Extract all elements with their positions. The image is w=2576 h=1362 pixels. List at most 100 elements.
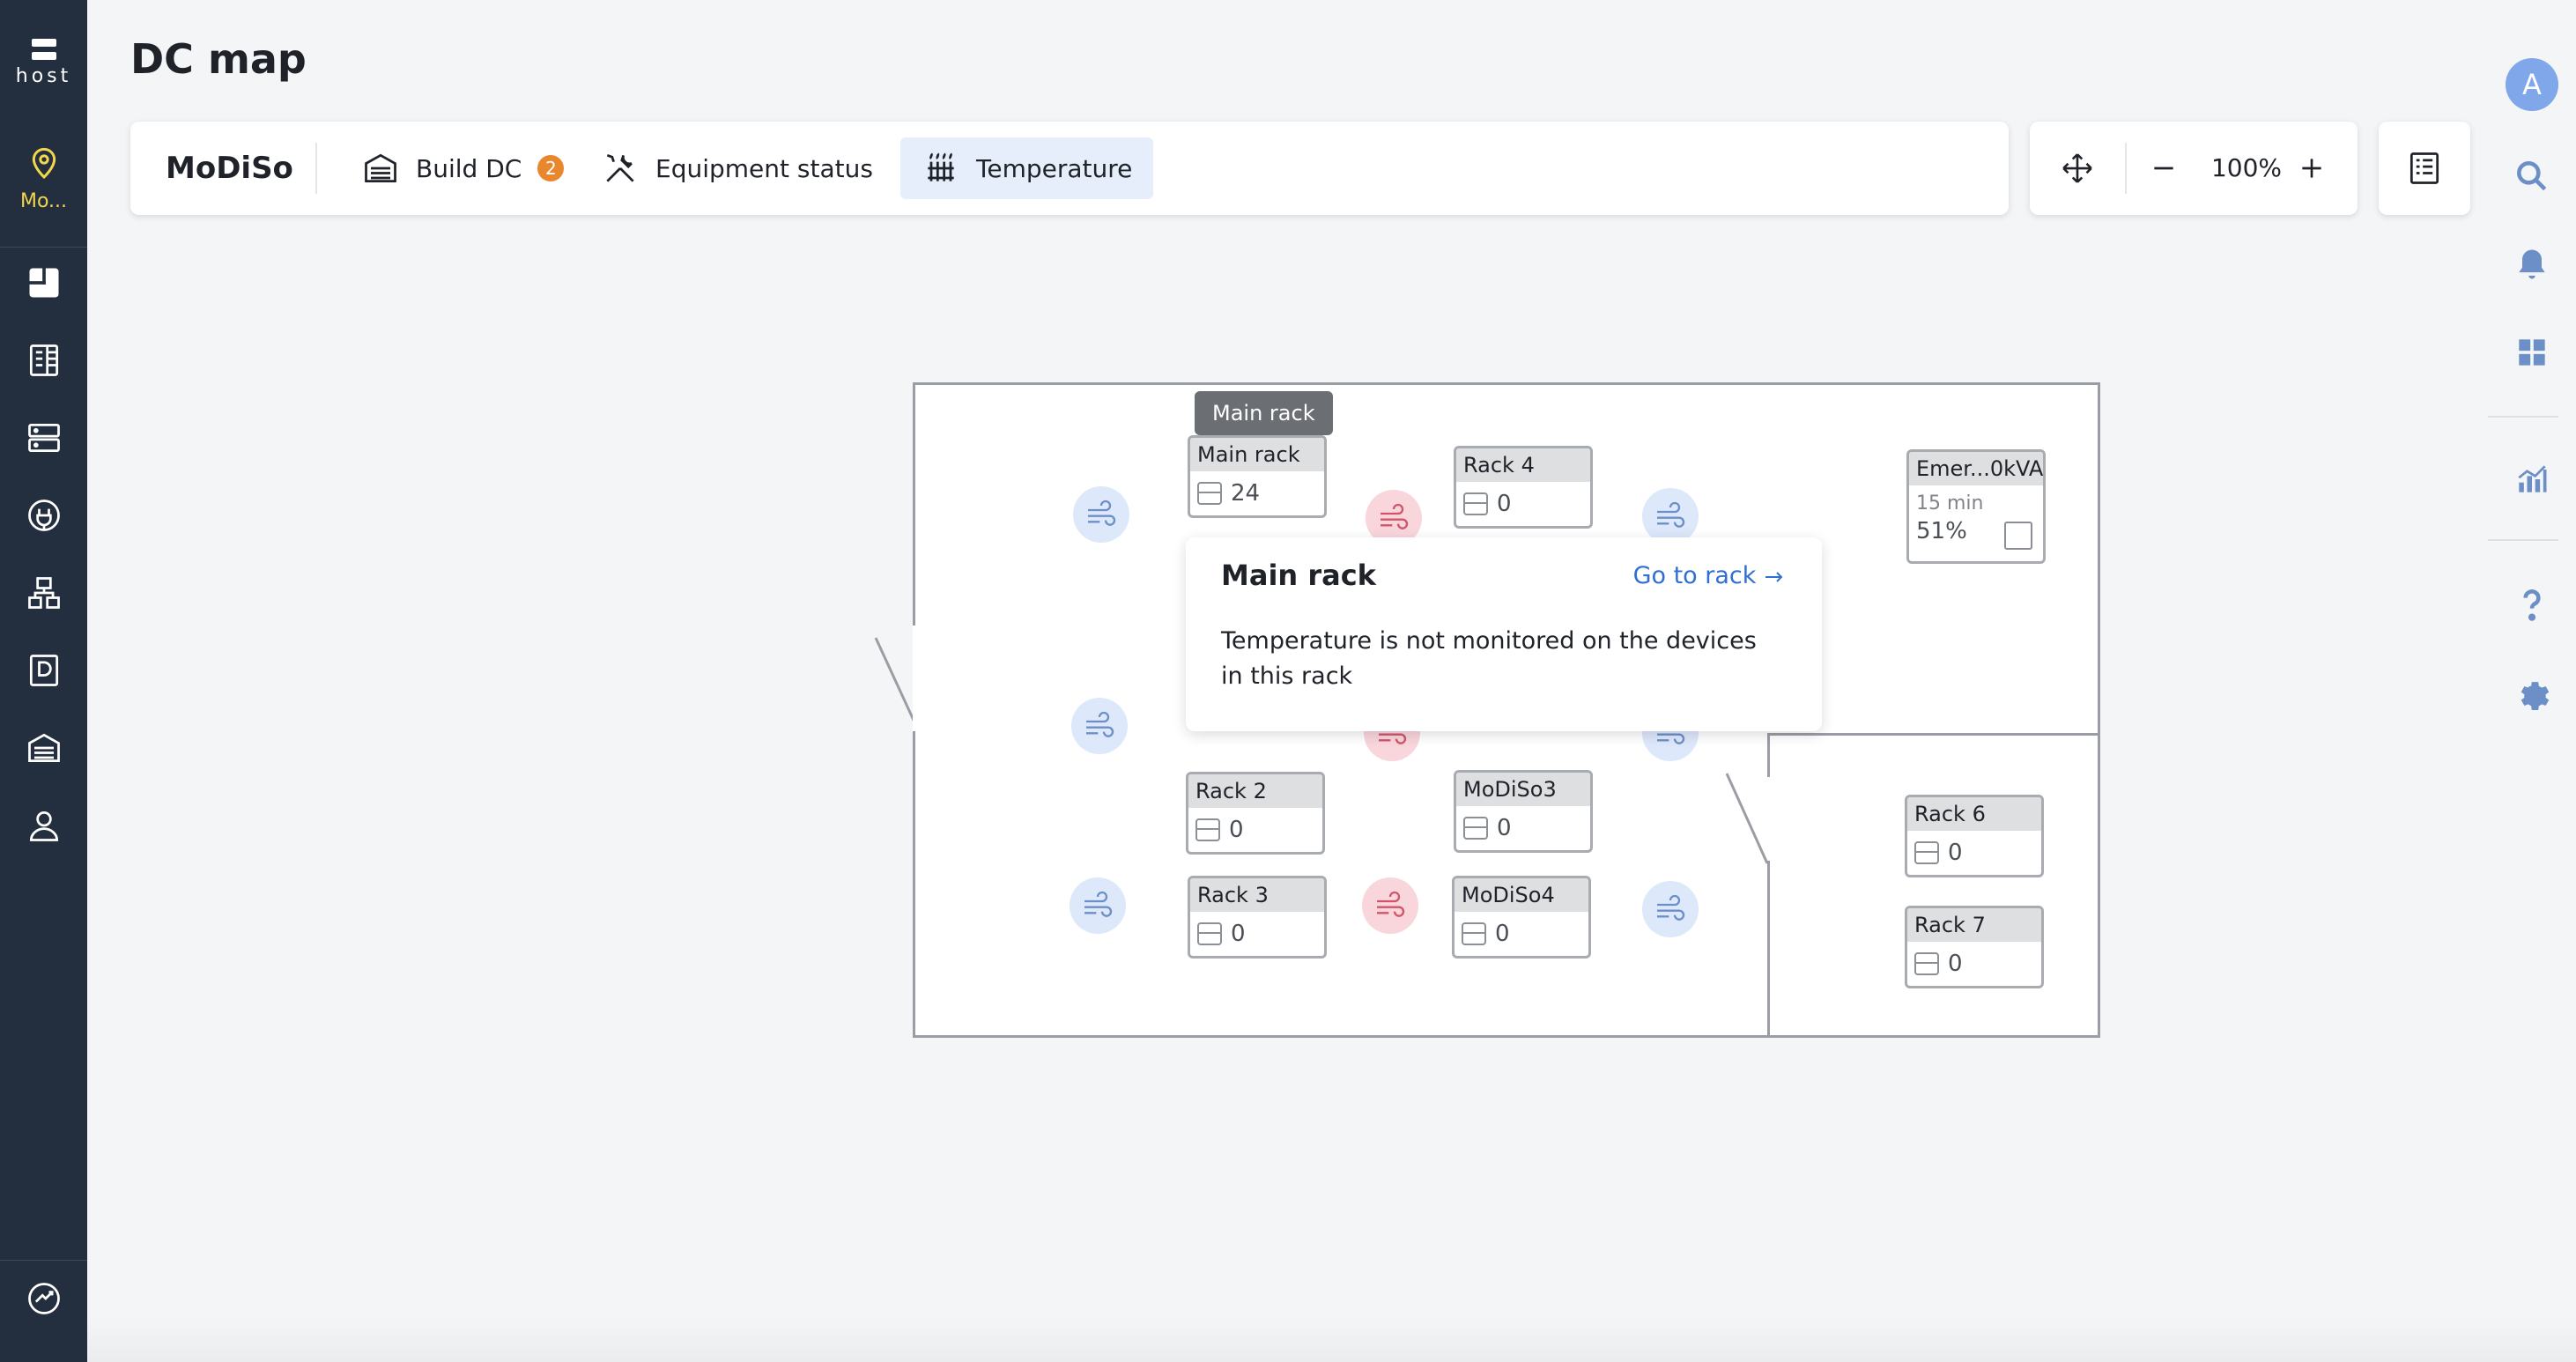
rack-device-count: 0 (1231, 921, 1246, 947)
cooling-unit-hot[interactable] (1366, 490, 1422, 546)
legend-button[interactable] (2379, 122, 2470, 215)
list-icon (2409, 152, 2439, 184)
map-pin-icon (32, 147, 56, 180)
ups-title: Emer...0kVA (1909, 452, 2043, 485)
rack-rack3[interactable]: Rack 3 0 (1188, 876, 1327, 959)
racks-list-icon (29, 344, 58, 376)
rack-main-rack[interactable]: Main rack 24 (1188, 435, 1327, 518)
wind-icon (1088, 500, 1116, 526)
rack-device-count: 0 (1497, 491, 1512, 517)
popover-title: Main rack (1221, 559, 1376, 592)
reports-button[interactable] (2506, 453, 2558, 506)
rack-units-icon (1914, 841, 1939, 864)
equipment-status-button[interactable]: Equipment status (580, 137, 894, 199)
pan-button[interactable] (2054, 145, 2100, 191)
sidebar-item-racks[interactable] (0, 329, 87, 391)
rail-divider (2488, 539, 2558, 541)
wind-icon (1084, 891, 1113, 917)
rack-units-icon (1197, 482, 1222, 505)
zoom-controls: 100% (2030, 122, 2358, 215)
sidebar-item-network[interactable] (0, 562, 87, 624)
logo-mark-icon (31, 39, 56, 60)
equipment-status-label: Equipment status (655, 153, 873, 183)
location-label: Mo... (19, 190, 68, 212)
sidebar-item-dashboard[interactable] (0, 252, 87, 314)
rack-device-count: 0 (1497, 815, 1512, 841)
cooling-unit-cold[interactable] (1642, 488, 1699, 544)
rack-title: Rack 2 (1188, 774, 1322, 808)
wind-icon (1086, 711, 1114, 737)
sidebar: host Mo... (0, 0, 87, 1362)
user-avatar[interactable]: A (2506, 58, 2558, 111)
location-selector[interactable]: Mo... (0, 144, 87, 212)
tools-icon (606, 154, 634, 182)
search-button[interactable] (2506, 150, 2558, 203)
rack-units-icon (1195, 818, 1220, 841)
rack-title: MoDiSo3 (1456, 773, 1590, 806)
rack-device-count: 0 (1495, 921, 1510, 947)
wall-horizontal (1767, 733, 2100, 736)
rack-device-count: 0 (1948, 951, 1963, 977)
move-arrows-icon (2062, 153, 2092, 183)
temperature-button[interactable]: Temperature (900, 137, 1154, 199)
rack-units-icon (1463, 492, 1488, 515)
rail-divider (2488, 416, 2558, 418)
cooling-unit-cold[interactable] (1642, 881, 1699, 937)
toolbar-separator (315, 143, 317, 194)
power-icon (27, 500, 60, 531)
zoom-out-button[interactable] (2141, 145, 2187, 191)
wind-icon (1377, 891, 1405, 917)
rack-rack6[interactable]: Rack 6 0 (1905, 795, 2044, 877)
notifications-button[interactable] (2506, 238, 2558, 291)
sidebar-item-servers[interactable] (0, 407, 87, 469)
rack-modiso3[interactable]: MoDiSo3 0 (1454, 770, 1593, 853)
cooling-unit-cold[interactable] (1073, 486, 1129, 543)
ups-chart-icon (2004, 522, 2032, 550)
wall-vertical-bottom (1767, 861, 1770, 1037)
rack-units-icon (1197, 922, 1222, 945)
zoom-level: 100% (2210, 153, 2283, 182)
rack-title: MoDiSo4 (1455, 878, 1588, 912)
zoom-separator (2125, 143, 2127, 194)
sidebar-collapse-button[interactable] (0, 1279, 87, 1318)
dashboard-icon (29, 268, 58, 298)
plus-icon (2302, 159, 2321, 178)
sidebar-item-devices[interactable] (0, 640, 87, 701)
sidebar-item-users[interactable] (0, 795, 87, 856)
cooling-unit-hot[interactable] (1362, 877, 1418, 934)
sidebar-item-power[interactable] (0, 485, 87, 546)
settings-button[interactable] (2506, 666, 2558, 719)
build-dc-badge: 2 (537, 155, 565, 181)
help-button[interactable] (2506, 578, 2558, 631)
ups-runtime: 15 min (1916, 492, 1984, 514)
cooling-unit-cold[interactable] (1070, 877, 1126, 934)
grid-icon (2519, 339, 2545, 366)
cooling-unit-cold[interactable] (1071, 698, 1128, 754)
go-to-rack-link[interactable]: Go to rack (1633, 562, 1785, 589)
wind-icon (1381, 503, 1409, 529)
build-dc-button[interactable]: Build DC 2 (340, 137, 585, 199)
minus-icon (2154, 167, 2173, 170)
temperature-label: Temperature (976, 153, 1133, 183)
arrow-right-icon (1765, 571, 1783, 582)
rack-popover: Main rack Go to rack Temperature is not … (1186, 537, 1822, 731)
host-logo[interactable]: host (0, 39, 87, 87)
rack-rack7[interactable]: Rack 7 0 (1905, 906, 2044, 988)
page-title: DC map (130, 35, 307, 83)
expand-arrow-icon (27, 1283, 60, 1314)
rack-title: Main rack (1190, 438, 1324, 471)
rack-modiso4[interactable]: MoDiSo4 0 (1452, 876, 1591, 959)
ups-emergency[interactable]: Emer...0kVA 15 min 51% (1906, 449, 2046, 564)
device-icon (29, 655, 58, 686)
zoom-in-button[interactable] (2289, 145, 2335, 191)
bell-icon (2519, 249, 2545, 279)
rack-rack2[interactable]: Rack 2 0 (1186, 772, 1325, 855)
rack-hover-tag: Main rack (1195, 391, 1333, 435)
rack-rack4[interactable]: Rack 4 0 (1454, 446, 1593, 529)
logo-text: host (15, 65, 72, 87)
heater-icon (928, 152, 954, 181)
sidebar-item-datacenter[interactable] (0, 717, 87, 779)
rack-units-icon (1462, 922, 1486, 945)
apps-button[interactable] (2506, 326, 2558, 379)
rack-title: Rack 6 (1907, 797, 2041, 831)
